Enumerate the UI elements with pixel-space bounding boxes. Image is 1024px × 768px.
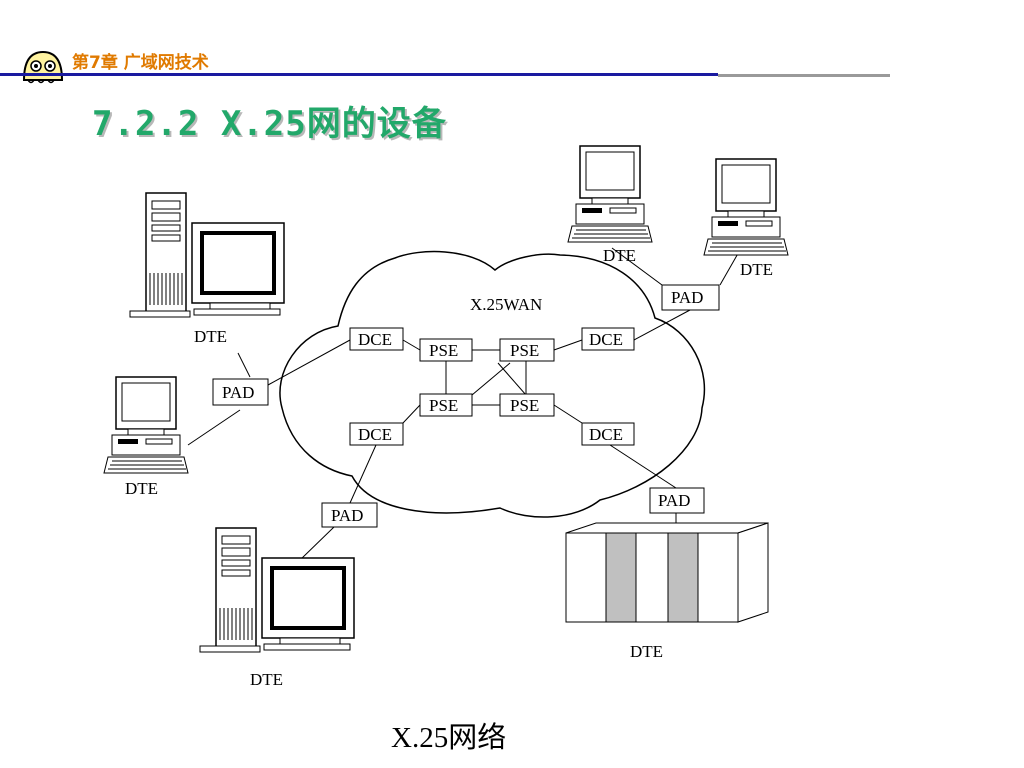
dce-box-bottom-left [349,422,404,446]
pse-label: PSE [429,341,458,360]
pse-box-3 [419,393,473,417]
tower-computer-icon [129,192,285,318]
mainframe-icon [565,522,769,623]
header-rule-accent [718,74,890,77]
tower-computer-icon [199,527,355,653]
pse-label: PSE [510,396,539,415]
pse-label: PSE [510,341,539,360]
diagram-caption: X.25网络 [391,722,507,754]
dte-label: DTE [250,670,283,689]
slide-title: 7.2.2 X.25网的设备 [92,104,447,144]
desktop-computer-icon [567,145,653,243]
wan-cloud [279,250,706,518]
pad-label: PAD [331,506,363,525]
header-rule [0,73,718,76]
dce-box-top-right [581,327,635,351]
pad-box-bottom [321,502,378,528]
chapter-title: 第7章 广域网技术 [72,53,209,73]
desktop-computer-icon [703,158,789,256]
dce-box-top-left [349,327,404,351]
pad-label: PAD [671,288,703,307]
wan-label: X.25WAN [470,295,542,314]
dce-label: DCE [358,425,392,444]
pad-label: PAD [658,491,690,510]
dte-label: DTE [125,479,158,498]
pse-box-2 [499,338,555,362]
desktop-computer-icon [103,376,189,474]
pad-box-top-right [661,284,720,311]
pse-label: PSE [429,396,458,415]
pad-label: PAD [222,383,254,402]
dce-label: DCE [358,330,392,349]
dte-label: DTE [603,246,636,265]
pad-box-left [212,378,269,406]
connection-lines [187,247,741,561]
pse-box-1 [419,338,473,362]
dte-label: DTE [740,260,773,279]
device-boxes: DCE DCE DCE DCE PSE PSE PSE PSE PAD PAD … [212,284,720,528]
dce-label: DCE [589,330,623,349]
dte-label: DTE [630,642,663,661]
pse-box-4 [499,393,555,417]
dte-label: DTE [194,327,227,346]
pad-box-right [649,487,705,514]
dce-label: DCE [589,425,623,444]
dce-box-bottom-right [581,422,635,446]
